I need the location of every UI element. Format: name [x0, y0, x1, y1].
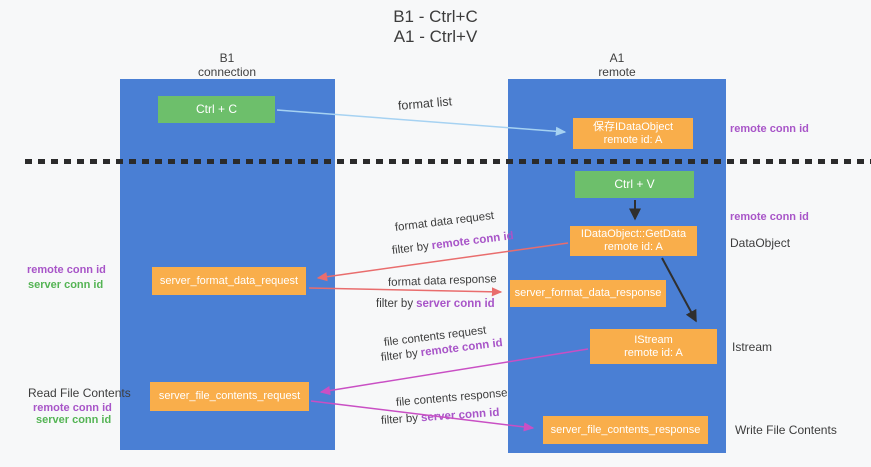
- node-ctrl-v-label: Ctrl + V: [614, 177, 655, 191]
- node-istream-line1: IStream: [634, 333, 673, 346]
- annotation-left-remote-conn-id: remote conn id: [27, 264, 106, 276]
- filter-by-text: filter by: [376, 298, 414, 310]
- node-server-file-contents-response: server_file_contents_response: [543, 416, 708, 444]
- node-save-idataobject: 保存IDataObject remote id: A: [573, 118, 693, 149]
- edge-label-format-list: format list: [397, 94, 453, 113]
- lane-header-b1-subtitle: connection: [197, 65, 257, 79]
- diagram-title: B1 - Ctrl+C A1 - Ctrl+V: [0, 7, 871, 47]
- node-server-file-contents-request-label: server_file_contents_request: [158, 390, 301, 402]
- filter-by-text: filter by: [391, 240, 430, 257]
- node-save-idataobject-line1: 保存IDataObject: [592, 120, 674, 133]
- node-idataobject-getdata-line1: IDataObject::GetData: [580, 228, 687, 240]
- server-conn-id-text: server conn id: [416, 298, 495, 310]
- edge-label-file-contents-response: file contents response: [395, 387, 508, 409]
- node-ctrl-v: Ctrl + V: [575, 171, 694, 198]
- lane-header-b1-title: B1: [219, 51, 235, 65]
- lane-header-a1-subtitle: remote: [598, 65, 636, 79]
- annotation-right-remote-conn-id-mid: remote conn id: [730, 211, 809, 223]
- annotation-left-server-conn-id-2: server conn id: [36, 414, 112, 426]
- annotation-left-remote-conn-id-2: remote conn id: [33, 402, 112, 414]
- node-ctrl-c-label: Ctrl + C: [195, 102, 237, 116]
- annotation-dataobject: DataObject: [730, 236, 791, 250]
- edge-label-format-data-request: format data request: [394, 209, 495, 234]
- node-server-format-data-request: server_format_data_request: [152, 267, 306, 295]
- remote-conn-id-text: remote conn id: [431, 230, 515, 253]
- lane-header-a1-title: A1: [609, 51, 625, 65]
- lane-header-a1: A1 remote: [547, 51, 687, 79]
- diagram-title-line1: B1 - Ctrl+C: [393, 7, 478, 26]
- node-idataobject-getdata: IDataObject::GetData remote id: A: [570, 226, 697, 256]
- annotation-right-remote-conn-id-top: remote conn id: [730, 123, 809, 135]
- annotation-left-server-conn-id: server conn id: [28, 279, 104, 291]
- node-server-format-data-response-label: server_format_data_response: [514, 287, 662, 299]
- filter-by-text: filter by: [380, 412, 419, 427]
- node-ctrl-c: Ctrl + C: [158, 96, 275, 123]
- node-idataobject-getdata-line2: remote id: A: [604, 241, 663, 253]
- node-istream: IStream remote id: A: [590, 329, 717, 364]
- node-save-idataobject-line2: remote id: A: [603, 133, 663, 146]
- node-server-format-data-response: server_format_data_response: [510, 280, 666, 307]
- node-server-format-data-request-label: server_format_data_request: [159, 274, 299, 287]
- server-conn-id-text: server conn id: [420, 406, 500, 425]
- node-server-file-contents-request: server_file_contents_request: [150, 382, 309, 411]
- annotation-read-file-contents: Read File Contents: [28, 386, 131, 400]
- node-istream-line2: remote id: A: [624, 346, 683, 359]
- annotation-write-file-contents: Write File Contents: [735, 423, 837, 437]
- lane-header-b1: B1 connection: [157, 51, 297, 79]
- node-server-file-contents-response-label: server_file_contents_response: [550, 423, 701, 436]
- diagram-title-line2: A1 - Ctrl+V: [393, 27, 478, 46]
- arrow-format-data-response: [308, 287, 503, 297]
- filter-by-text: filter by: [380, 347, 419, 364]
- annotation-istream: Istream: [732, 340, 773, 354]
- edge-label-format-data-response: format data response: [387, 273, 497, 289]
- separator-dashed-line: [25, 159, 871, 164]
